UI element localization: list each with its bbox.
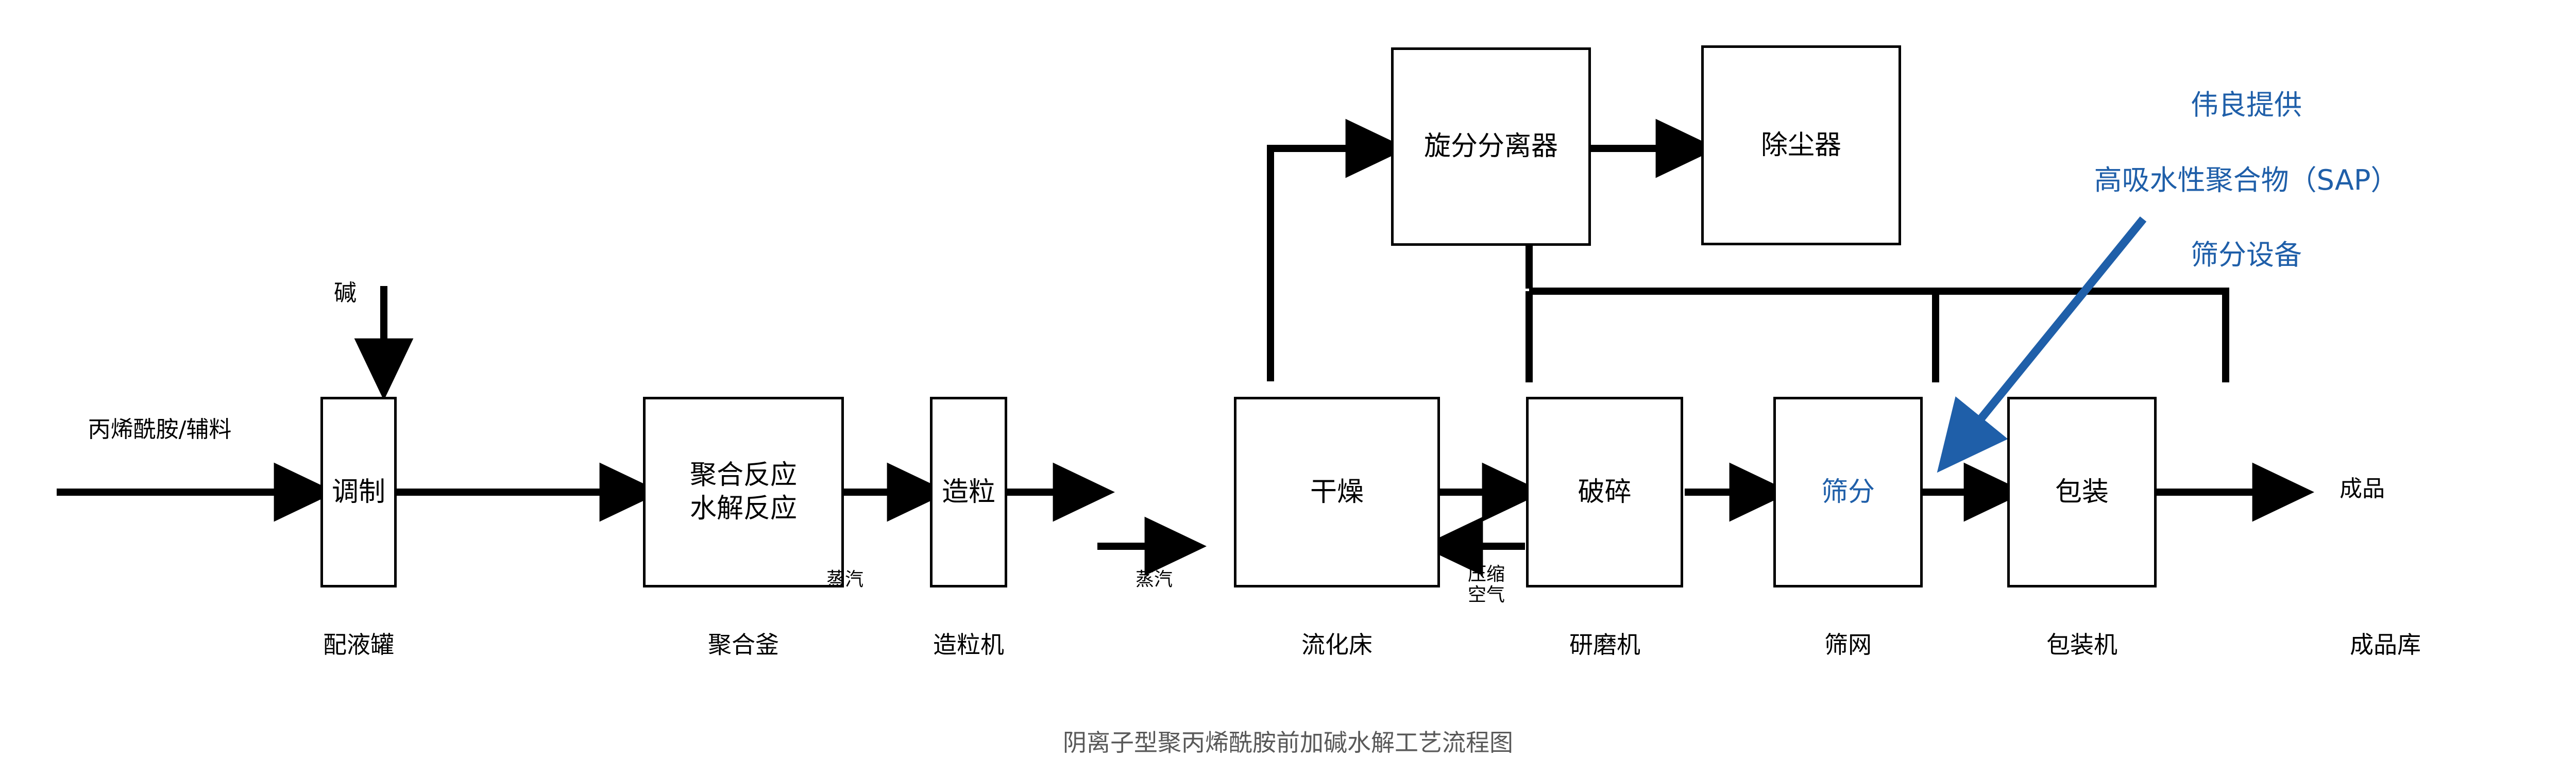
node-posui-label: 破碎 (1578, 476, 1632, 508)
node-shaifen-label: 筛分 (1821, 476, 1875, 508)
caption-juhe: 聚合釜 (708, 631, 779, 659)
annotation-pointer (1937, 216, 2147, 473)
node-chuchen[interactable]: 除尘器 (1701, 45, 1901, 245)
caption-baozhuang: 包装机 (2046, 631, 2117, 659)
node-tiaozhi-label: 调制 (331, 476, 385, 508)
caption-posui: 研磨机 (1569, 631, 1640, 659)
node-tiaozhi[interactable]: 调制 (320, 397, 397, 587)
node-zaoli-label: 造粒 (941, 476, 995, 508)
annotation-line-2: 高吸水性聚合物（SAP） (2094, 163, 2399, 196)
node-baozhuang[interactable]: 包装 (2007, 397, 2157, 587)
node-ganzao-label: 干燥 (1310, 476, 1364, 508)
node-ganzao[interactable]: 干燥 (1234, 397, 1440, 587)
node-xuanfen-label: 旋分分离器 (1423, 131, 1558, 162)
label-steam-ganzao: 蒸汽 (1135, 569, 1173, 590)
label-alkali: 碱 (334, 280, 357, 306)
node-xuanfen[interactable]: 旋分分离器 (1391, 47, 1591, 246)
label-product: 成品 (2340, 476, 2385, 502)
node-posui[interactable]: 破碎 (1526, 397, 1683, 587)
label-steam-juhe: 蒸汽 (826, 569, 863, 590)
node-shaifen[interactable]: 筛分 (1773, 397, 1923, 587)
caption-shaifen: 筛网 (1824, 631, 1872, 659)
node-juhe-label: 聚合反应 水解反应 (689, 460, 797, 524)
node-baozhuang-label: 包装 (2055, 476, 2109, 508)
caption-chengpinku: 成品库 (2350, 631, 2421, 659)
label-compressed-air: 压缩 空气 (1467, 564, 1505, 606)
annotation-line-3: 筛分设备 (2191, 239, 2302, 272)
figure-title: 阴离子型聚丙烯酰胺前加碱水解工艺流程图 (1063, 729, 1513, 757)
caption-zaoli: 造粒机 (933, 631, 1004, 659)
annotation-line-1: 伟良提供 (2191, 88, 2302, 121)
caption-ganzao: 流化床 (1301, 631, 1372, 659)
caption-tiaozhi: 配液罐 (323, 631, 394, 659)
node-zaoli[interactable]: 造粒 (930, 397, 1007, 587)
node-juhe[interactable]: 聚合反应 水解反应 (643, 397, 844, 587)
arrow-ganzao-to-xuanfen (1267, 119, 1408, 381)
label-feed: 丙烯酰胺/辅料 (88, 416, 232, 443)
node-chuchen-label: 除尘器 (1760, 129, 1841, 161)
annotation-note: 伟良提供 高吸水性聚合物（SAP） 筛分设备 (1958, 49, 2535, 312)
